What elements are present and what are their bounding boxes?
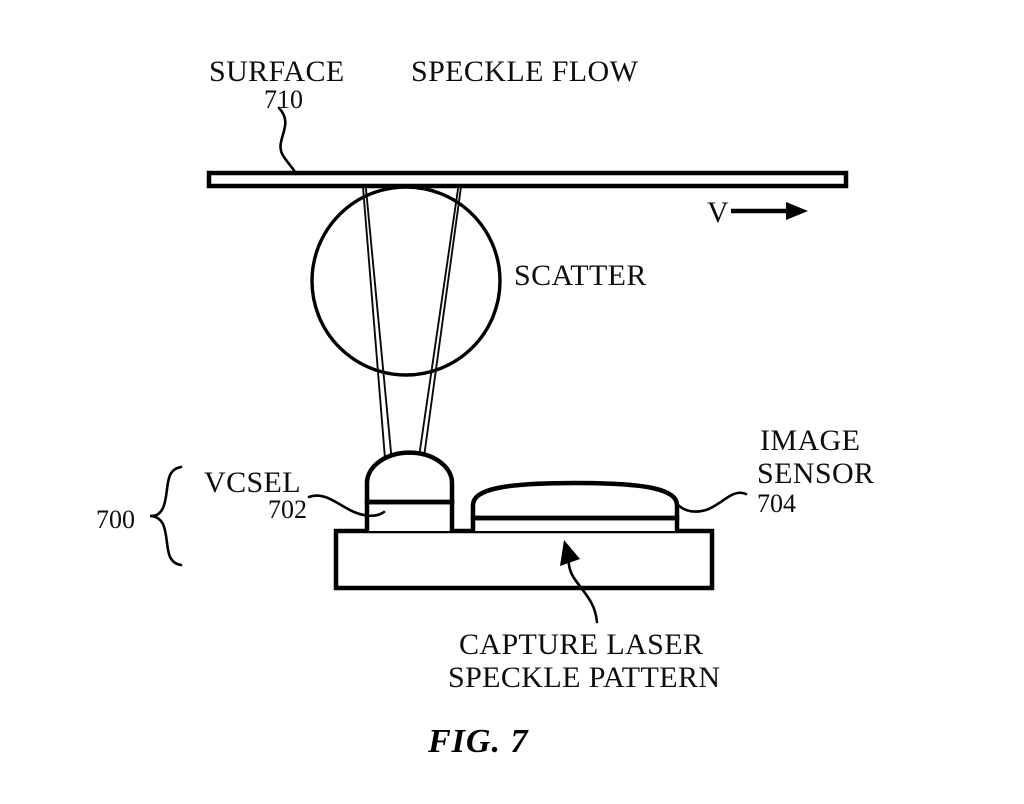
vcsel-ref-number: 702 [268,495,307,524]
vcsel-dome-lens [364,450,455,505]
velocity-label: V [707,196,729,229]
substrate-rect [333,528,715,591]
surface-bar-rect [206,170,849,189]
surface-label: SURFACE [209,55,345,88]
velocity-arrow [731,202,808,220]
s-curve-leader-icon [675,491,748,513]
image-sensor-label-line2: SENSOR [757,457,874,490]
capture-label-line1: CAPTURE LASER [459,628,703,661]
curly-brace-icon [149,465,183,567]
beam-ray-outer-left [362,186,390,509]
surface-bar [206,170,849,189]
vcsel-leader-line [307,494,386,518]
beam-ray-inner-left [365,188,397,506]
scatter-circle [310,185,502,377]
s-curve-leader-icon [307,494,386,518]
capture-callout-arrow [560,540,599,624]
image-sensor-ref-number: 704 [757,489,796,518]
figure-caption: FIG. 7 [427,723,529,760]
vcsel-component [364,450,455,531]
image-sensor-leader-line [675,491,748,513]
surface-ref-number: 710 [264,85,303,114]
substrate-base [333,528,715,591]
image-sensor-label-line1: IMAGE [760,424,860,457]
vcsel-label: VCSEL [204,466,301,499]
assembly-brace [149,465,183,567]
s-curve-leader-icon [277,106,298,176]
scatter-label: SCATTER [514,259,647,292]
image-sensor-dome-lens [470,480,680,521]
curved-leader-line [567,554,599,624]
capture-label-line2: SPECKLE PATTERN [448,661,720,694]
image-sensor-component [470,480,680,531]
vcsel-body [364,499,455,531]
arrow-up-left-icon [560,540,580,566]
surface-leader-line [277,106,298,176]
scatter-circle-outline [310,185,502,377]
assembly-ref-number: 700 [96,505,135,534]
speckle-flow-label: SPECKLE FLOW [411,55,639,88]
arrow-right-icon [786,202,808,220]
